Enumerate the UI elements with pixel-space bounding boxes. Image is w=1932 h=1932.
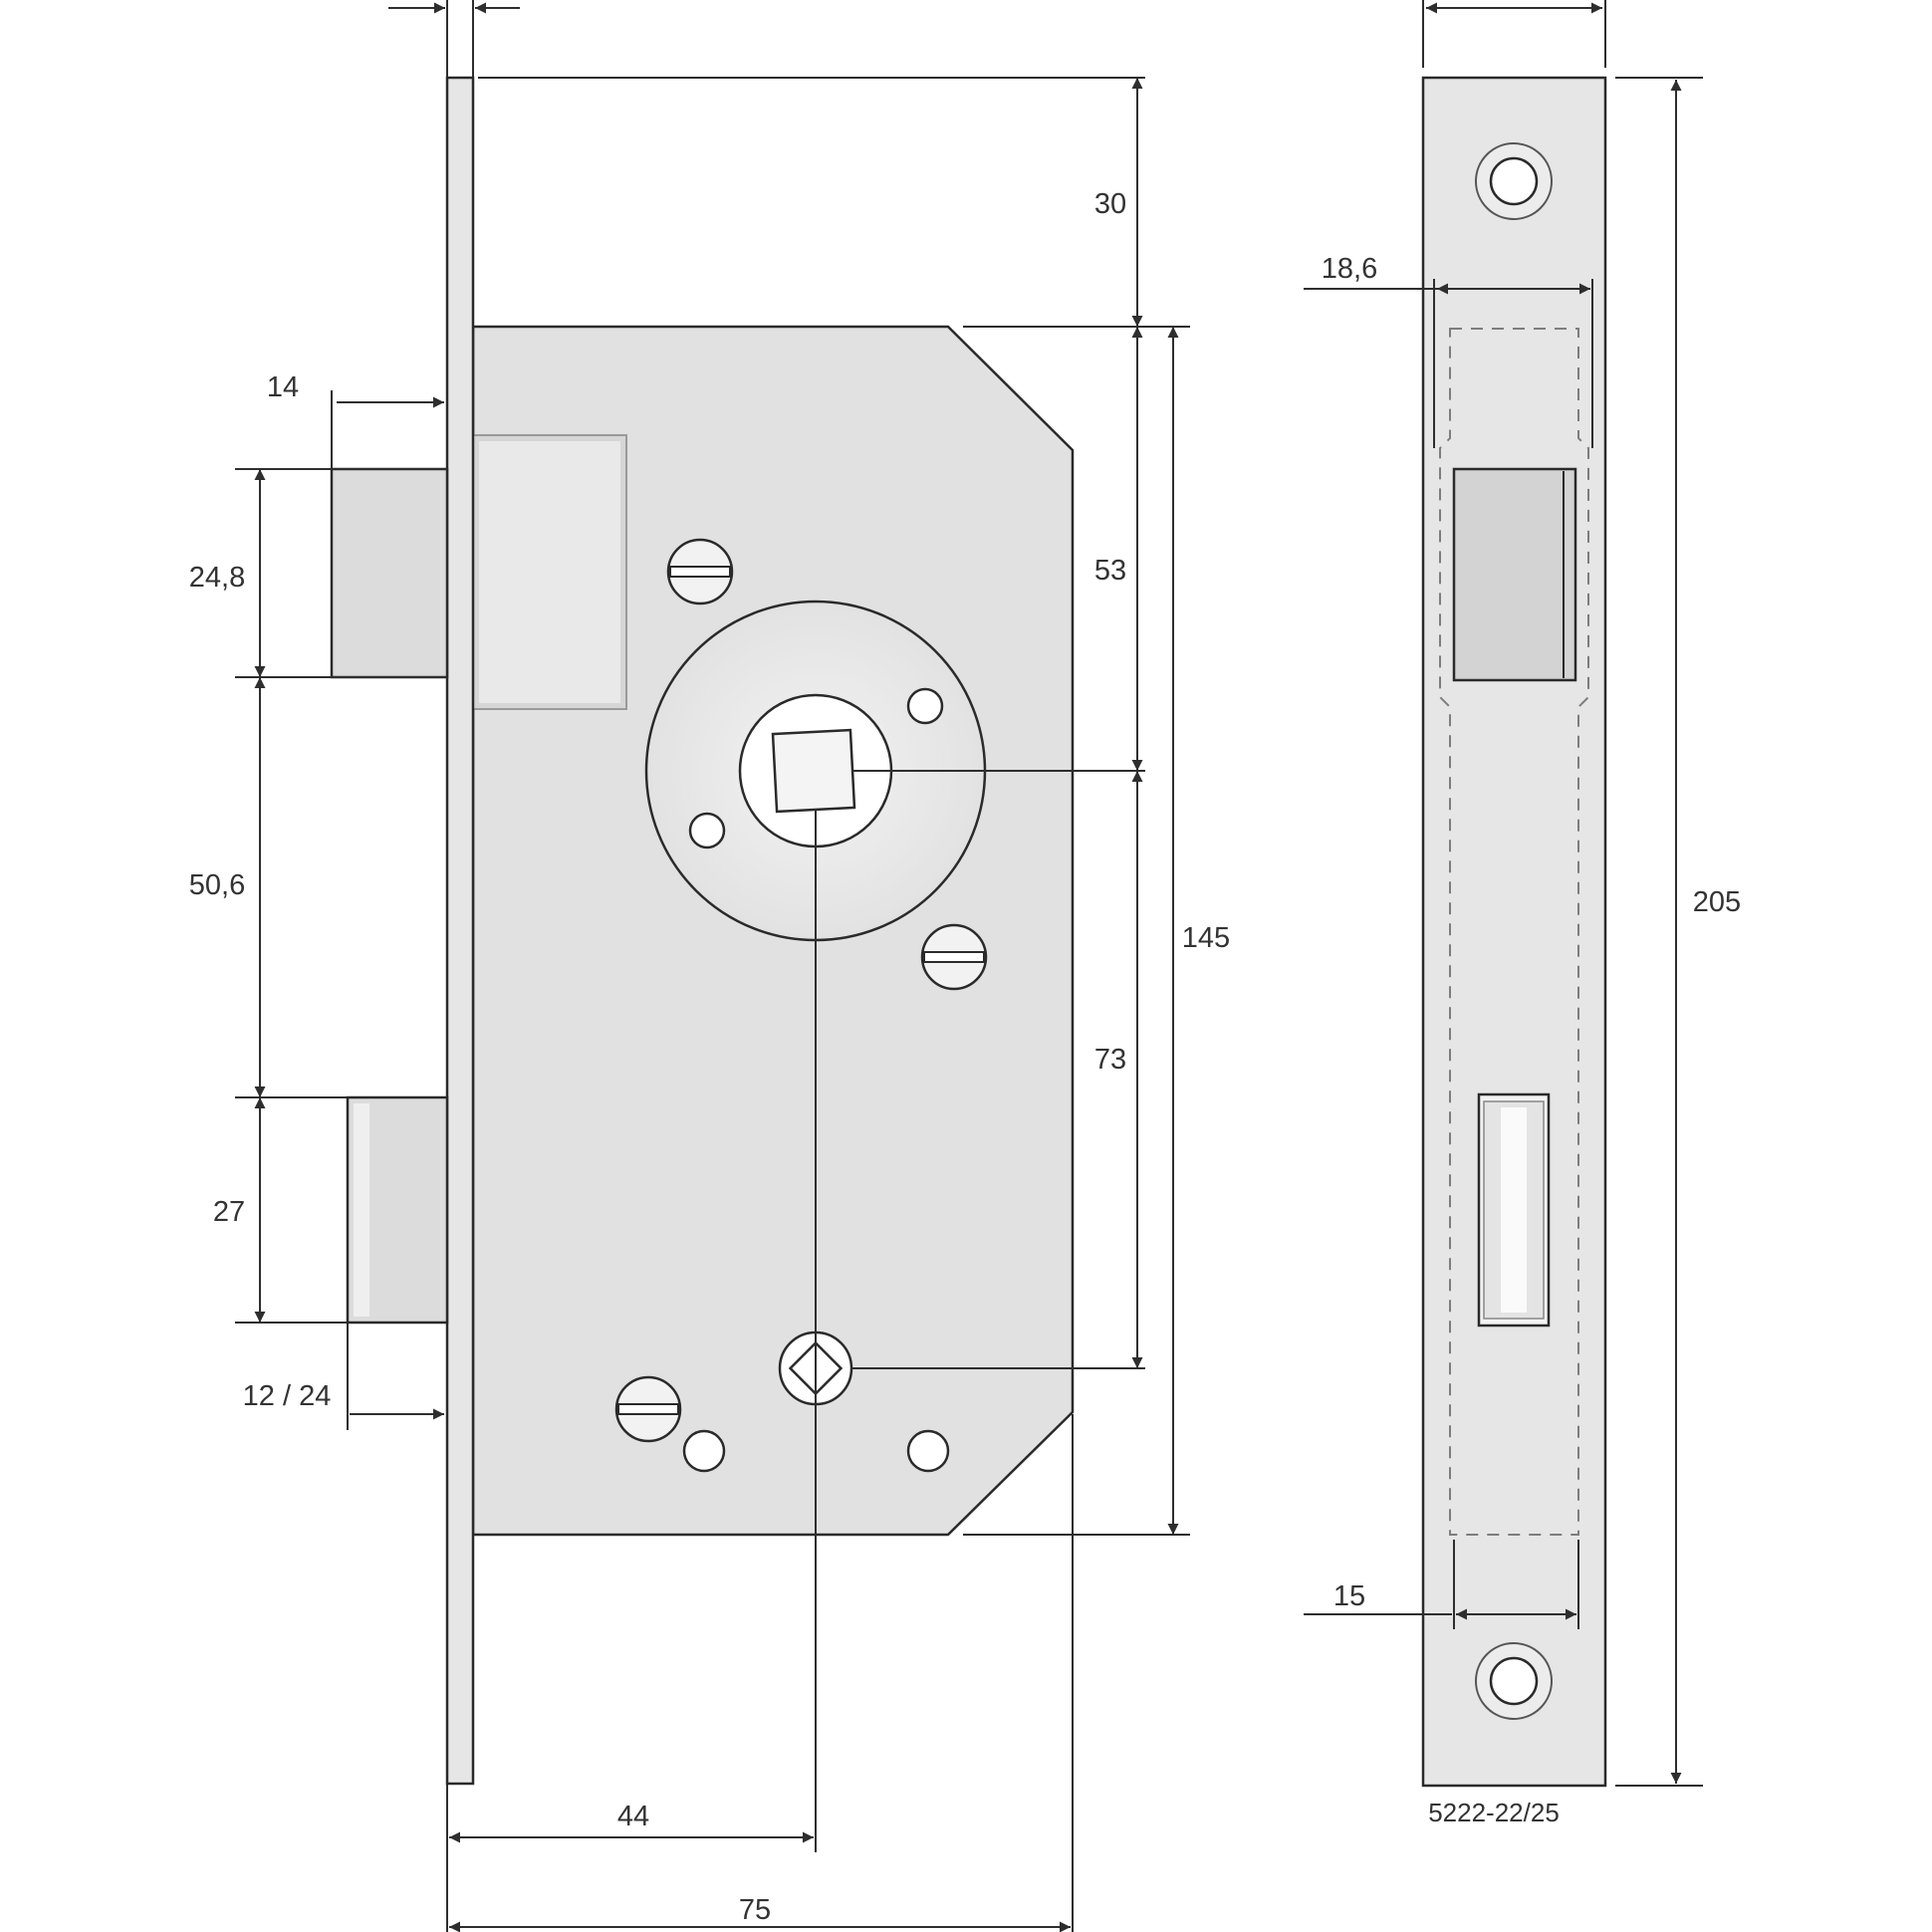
side-faceplate <box>445 76 475 1786</box>
dim-bolt-height: 27 <box>213 1196 245 1228</box>
part-number: 5222-22/25 <box>1428 1798 1560 1827</box>
spindle-square <box>771 728 856 814</box>
dim-backset: 44 <box>617 1801 649 1832</box>
extension-lines <box>235 0 1190 1932</box>
dim-latch-projection: 14 <box>267 371 299 403</box>
dim-latch-height: 24,8 <box>189 562 245 594</box>
front-dimension-lines <box>1426 2 1682 1784</box>
screw-bottom <box>614 1375 682 1443</box>
latch-bolt <box>330 467 449 679</box>
dim-case-depth: 75 <box>739 1894 771 1926</box>
mount-hole-left <box>682 1429 726 1473</box>
front-screw-hole-bottom <box>1475 1642 1553 1720</box>
screw-top <box>666 538 734 605</box>
mount-hole-right <box>906 1429 950 1473</box>
front-extension-lines <box>1304 0 1703 1787</box>
rosette-hole-bottom <box>688 812 726 849</box>
dim-bolt-width: 15 <box>1333 1580 1365 1612</box>
hidden-case-outline <box>1439 328 1589 1536</box>
front-faceplate <box>1421 76 1607 1788</box>
rosette-hole-top <box>906 687 944 725</box>
dim-spindle-to-keyhole: 73 <box>1094 1044 1126 1076</box>
screw-middle <box>920 923 988 991</box>
dim-case-width: 18,6 <box>1322 253 1377 285</box>
dim-backset-top: 30 <box>1094 188 1126 220</box>
front-screw-hole-top <box>1475 142 1553 220</box>
dim-body-height: 145 <box>1182 922 1230 954</box>
dim-bolt-projection: 12 / 24 <box>243 1380 332 1412</box>
side-view: 30 53 73 145 24,8 50,6 27 14 12 / 24 44 … <box>189 0 1230 1932</box>
dim-latch-to-bolt: 50,6 <box>189 869 245 901</box>
dim-faceplate-height: 205 <box>1693 886 1741 918</box>
front-view: 18,6 15 205 5222-22/25 <box>1304 0 1741 1827</box>
dimension-lines <box>254 2 1179 1932</box>
dim-spindle-from-top: 53 <box>1094 555 1126 587</box>
front-latch-opening <box>1452 467 1577 682</box>
